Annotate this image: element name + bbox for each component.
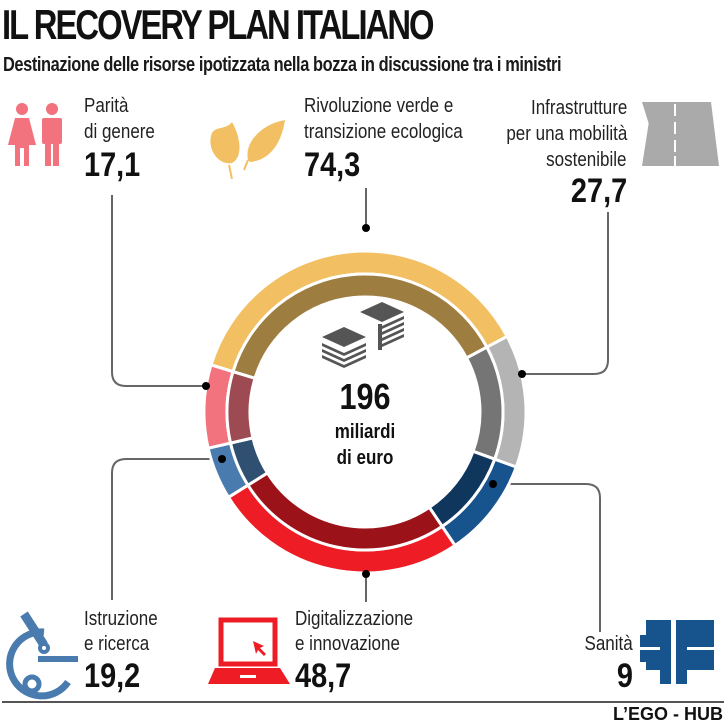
connector-parita — [111, 195, 206, 387]
medical-cross-icon — [640, 620, 714, 684]
label-digitalizzazione-line2: e innovazione — [295, 633, 400, 655]
label-verde-line1: Rivoluzione verde e — [304, 95, 454, 117]
label-parita-line1: Parità — [84, 95, 129, 117]
label-verde-line2: transizione ecologica — [304, 121, 463, 143]
value-infrastrutture: 27,7 — [570, 172, 627, 210]
donut-segments — [202, 249, 528, 575]
center-unit-line2: di euro — [336, 447, 394, 469]
dot-istruzione — [218, 455, 226, 463]
dot-digitalizzazione — [362, 570, 370, 578]
leaves-icon — [210, 120, 285, 180]
connector-infrastrutture — [522, 212, 609, 375]
label-istruzione-line2: e ricerca — [84, 633, 150, 655]
label-infrastrutture-line2: per una mobilità — [506, 123, 627, 145]
connector-sanita — [493, 483, 601, 632]
dot-verde — [362, 224, 370, 232]
page-title: IL RECOVERY PLAN ITALIANO — [2, 1, 435, 48]
footer-credit: L’EGO - HUB — [612, 704, 723, 724]
value-digitalizzazione: 48,7 — [295, 657, 352, 695]
label-infrastrutture-line1: Infrastrutture — [530, 97, 627, 119]
connector-lines — [111, 188, 609, 632]
label-digitalizzazione-line1: Digitalizzazione — [295, 608, 414, 630]
label-sanita: Sanità — [584, 633, 633, 655]
page-subtitle: Destinazione delle risorse ipotizzata ne… — [3, 54, 562, 76]
donut-inner-parita — [225, 369, 257, 445]
footer-rule — [2, 701, 724, 703]
money-stack-icon — [322, 302, 404, 368]
microscope-icon — [6, 611, 78, 700]
road-icon — [642, 102, 719, 166]
center-unit-line1: miliardi — [334, 421, 396, 443]
value-istruzione: 19,2 — [84, 657, 141, 695]
value-parita: 17,1 — [84, 146, 141, 184]
value-sanita: 9 — [616, 657, 633, 695]
label-parita-line2: di genere — [84, 121, 155, 143]
label-istruzione-line1: Istruzione — [84, 608, 158, 630]
value-verde: 74,3 — [304, 146, 361, 184]
laptop-icon — [208, 617, 290, 684]
label-infrastrutture-line3: sostenibile — [546, 149, 627, 171]
gender-icon — [8, 103, 62, 166]
dot-infrastrutture — [518, 370, 526, 378]
center-total: 196 — [339, 376, 391, 417]
dot-sanita — [489, 480, 497, 488]
dot-parita — [202, 382, 210, 390]
connector-istruzione — [111, 458, 222, 600]
